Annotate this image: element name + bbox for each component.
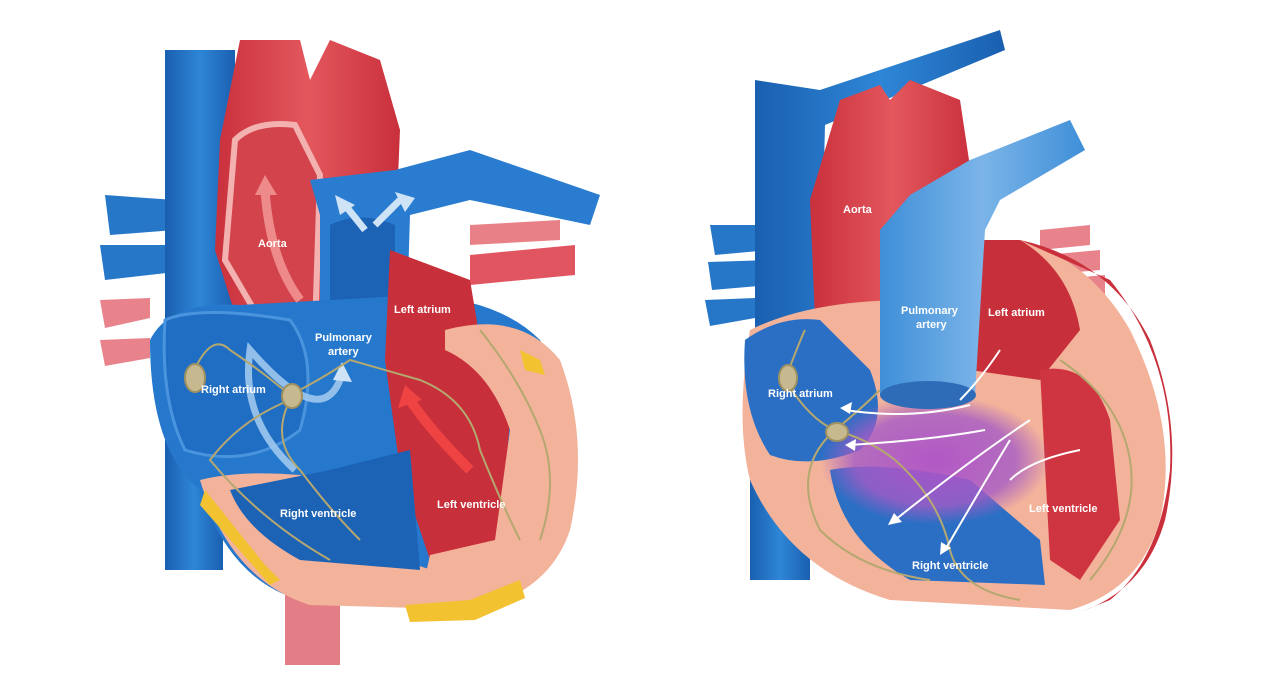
label-right-atrium: Right atrium bbox=[768, 388, 833, 400]
label-left-atrium: Left atrium bbox=[988, 307, 1045, 319]
conduction-system bbox=[184, 329, 551, 561]
chaotic-impulse-arrows bbox=[844, 349, 1081, 551]
label-left-atrium: Left atrium bbox=[394, 304, 451, 316]
label-right-atrium: Right atrium bbox=[201, 384, 266, 396]
heart-diagram-normal: Aorta Pulmonary artery Left atrium Right… bbox=[100, 40, 600, 665]
heart-body bbox=[742, 240, 1173, 612]
label-pulmonary-artery-line2: artery bbox=[328, 346, 359, 358]
blood-flow-arrows bbox=[244, 175, 474, 474]
pulmonary-artery bbox=[880, 120, 1085, 409]
label-right-ventricle: Right ventricle bbox=[280, 508, 356, 520]
pulmonary-veins-left bbox=[100, 195, 575, 366]
heart-diagram-abnormal: Aorta Pulmonary artery Left atrium Right… bbox=[640, 0, 1278, 676]
heart-illustration-normal: Aorta Pulmonary artery Left atrium Right… bbox=[100, 40, 600, 665]
label-aorta: Aorta bbox=[843, 204, 873, 216]
epicardial-fat bbox=[200, 350, 545, 622]
label-right-ventricle: Right ventricle bbox=[912, 560, 988, 572]
label-aorta: Aorta bbox=[258, 238, 288, 250]
heart-illustration-abnormal: Aorta Pulmonary artery Left atrium Right… bbox=[705, 30, 1173, 612]
label-pulmonary-artery-line1: Pulmonary bbox=[901, 305, 959, 317]
conduction-system bbox=[778, 329, 1133, 601]
label-left-ventricle: Left ventricle bbox=[437, 499, 505, 511]
label-pulmonary-artery-line1: Pulmonary bbox=[315, 332, 373, 344]
heart-body bbox=[150, 250, 578, 610]
label-pulmonary-artery-line2: artery bbox=[916, 319, 947, 331]
chaotic-impulse-arrowheads bbox=[840, 402, 951, 555]
label-left-ventricle: Left ventricle bbox=[1029, 503, 1097, 515]
aorta bbox=[810, 80, 975, 330]
abnormal-electrical-region bbox=[820, 395, 1050, 525]
